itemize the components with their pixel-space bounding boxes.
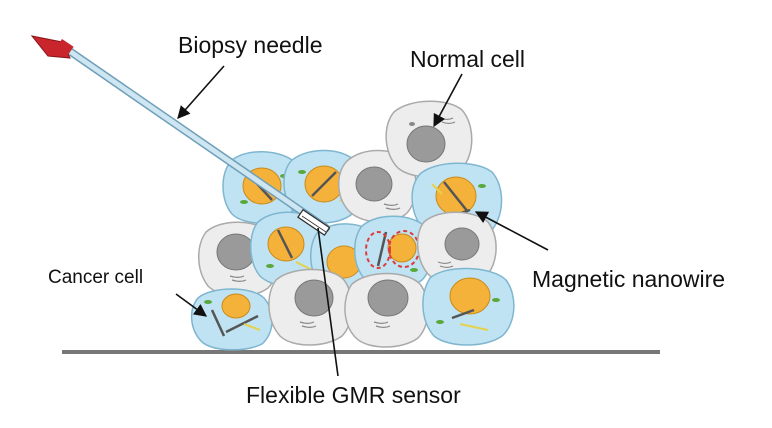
label-biopsy-needle: Biopsy needle — [178, 32, 323, 58]
arrow-normal-cell — [433, 73, 463, 128]
cancer-cell — [190, 288, 273, 351]
normal-cell — [338, 149, 417, 223]
normal-cell — [344, 272, 429, 348]
label-magnetic-nanowire: Magnetic nanowire — [532, 266, 726, 292]
normal-cell — [268, 268, 353, 346]
label-cancer-cell: Cancer cell — [48, 267, 144, 288]
cancer-cell — [250, 211, 327, 287]
biopsy-needle — [30, 35, 330, 232]
normal-cell — [416, 211, 497, 285]
label-gmr-sensor: Flexible GMR sensor — [246, 382, 461, 408]
cancer-cell — [354, 215, 433, 289]
leader-gmr-sensor — [317, 227, 339, 377]
arrow-magnetic-nanowire — [474, 211, 549, 251]
arrow-biopsy-needle — [177, 65, 225, 119]
gmr-sensor — [297, 208, 331, 236]
arrow-cancer-cell — [175, 293, 208, 317]
needle-hub — [30, 35, 74, 59]
label-normal-cell: Normal cell — [410, 46, 526, 72]
cancer-cell — [422, 267, 515, 346]
